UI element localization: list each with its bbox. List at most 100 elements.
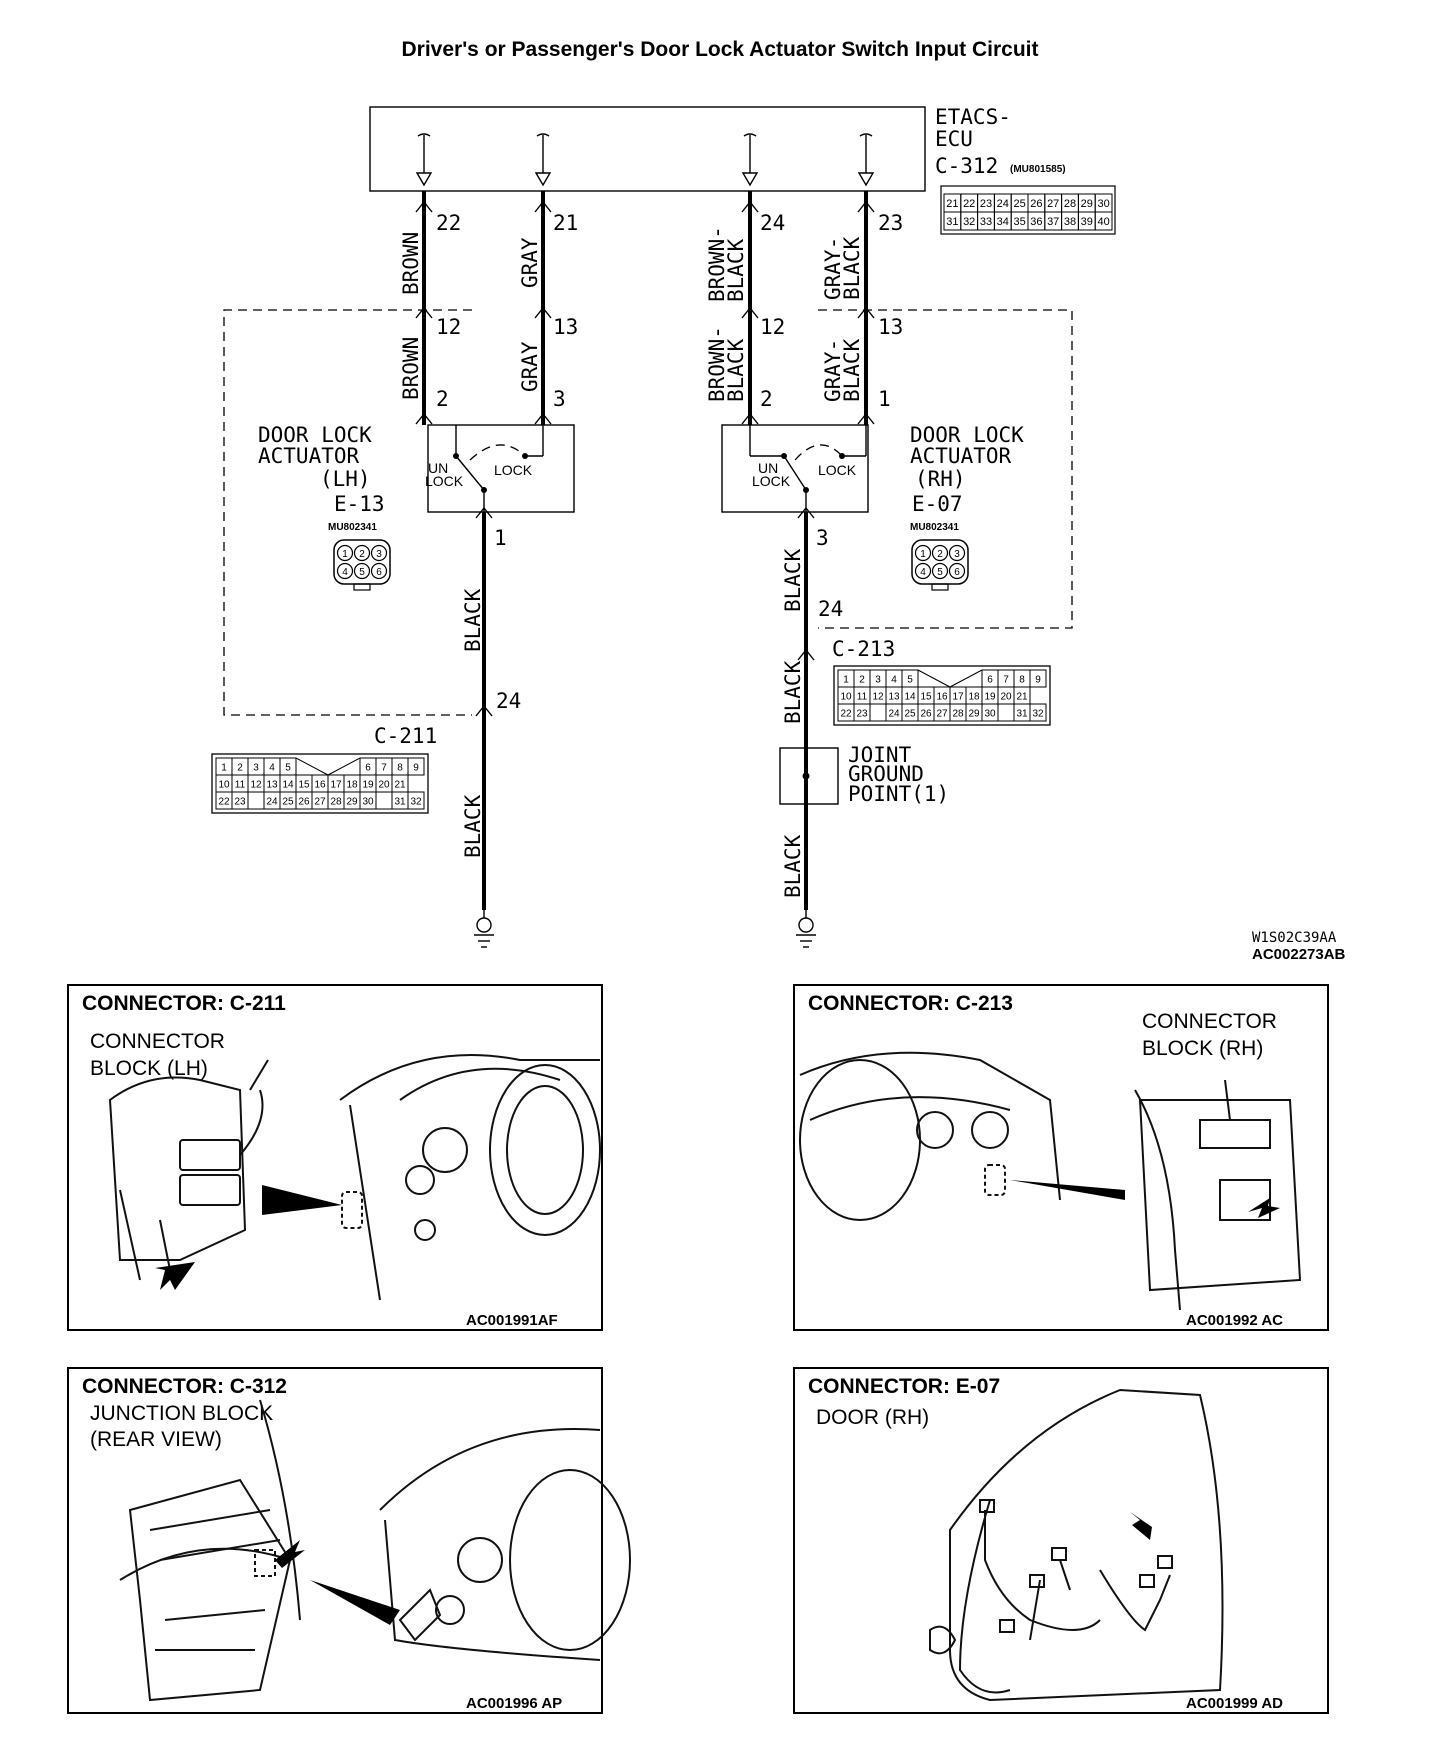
ecu-pin: 33 bbox=[980, 216, 992, 228]
connector-pin: 30 bbox=[362, 797, 374, 808]
wire2-color-mid: GRAY bbox=[518, 341, 542, 392]
connector-pin: 15 bbox=[298, 780, 310, 791]
wire1-color-top: BROWN bbox=[399, 232, 423, 295]
wire4-top-pin: 23 bbox=[878, 211, 903, 235]
connector-pin: 20 bbox=[378, 780, 390, 791]
panel-c213-code: AC001992 AC bbox=[1186, 1312, 1283, 1329]
actuator-pin: 2 bbox=[937, 549, 943, 560]
connector-pin: 27 bbox=[314, 797, 326, 808]
panel-c312-code: AC001996 AP bbox=[466, 1695, 562, 1712]
connector-pin: 32 bbox=[1032, 709, 1044, 720]
panel-c213-heading: CONNECTOR: C-213 bbox=[808, 992, 1013, 1015]
connector-pin: 31 bbox=[1016, 709, 1028, 720]
wire3-color-top-1: BROWN- bbox=[705, 226, 729, 302]
ecu-pin: 21 bbox=[946, 198, 958, 210]
actuator-rh-line1: DOOR LOCK bbox=[910, 423, 1024, 447]
connector-pin: 28 bbox=[952, 709, 964, 720]
panel-e07: CONNECTOR: E-07 DOOR (RH) AC001999 AD bbox=[793, 1367, 1329, 1714]
panel-c211: CONNECTOR: C-211 CONNECTOR BLOCK (LH) AC… bbox=[67, 984, 603, 1331]
ecu-pin: 28 bbox=[1064, 198, 1076, 210]
connector-pin: 12 bbox=[872, 692, 884, 703]
connector-pin: 20 bbox=[1000, 692, 1012, 703]
connector-pin: 32 bbox=[410, 797, 422, 808]
ecu-name-line1: ETACS- bbox=[935, 105, 1011, 129]
ecu-pin: 32 bbox=[963, 216, 975, 228]
ecu-pin: 25 bbox=[1013, 198, 1025, 210]
panel-c213: CONNECTOR: C-213 CONNECTOR BLOCK (RH) AC… bbox=[793, 984, 1329, 1331]
ecu-pin: 38 bbox=[1064, 216, 1076, 228]
actuator-lh-out-pin: 1 bbox=[494, 526, 507, 550]
actuator-pin: 2 bbox=[359, 549, 365, 560]
panel-c312-sub2: (REAR VIEW) bbox=[90, 1428, 222, 1451]
connector-pin: 7 bbox=[1003, 675, 1009, 686]
wire3-top-pin: 24 bbox=[760, 211, 785, 235]
ecu-connector-label: C-312 bbox=[935, 154, 998, 178]
actuator-lh-connector: E-13 bbox=[334, 492, 385, 516]
wire4-color-mid-1: GRAY- bbox=[821, 339, 845, 402]
connector-pin: 22 bbox=[218, 797, 230, 808]
connector-pin: 28 bbox=[330, 797, 342, 808]
connector-pin: 19 bbox=[984, 692, 996, 703]
wire1-color-mid: BROWN bbox=[399, 337, 423, 400]
lh-junction-pin: 24 bbox=[496, 689, 521, 713]
ecu-pin: 24 bbox=[997, 198, 1009, 210]
wire4-color-top-2: BLACK bbox=[840, 236, 864, 300]
ecu-pin: 26 bbox=[1030, 198, 1042, 210]
c211-label: C-211 bbox=[374, 724, 437, 748]
connector-pin: 9 bbox=[413, 763, 419, 774]
connector-pin: 2 bbox=[859, 675, 865, 686]
actuator-rh-unlock-1: UN bbox=[758, 460, 778, 476]
ground-symbol-rh bbox=[796, 910, 816, 948]
joint-ground-box bbox=[779, 747, 839, 805]
panel-e07-heading: CONNECTOR: E-07 bbox=[808, 1375, 1000, 1398]
actuator-rh-line2: ACTUATOR bbox=[910, 444, 1012, 468]
wire4-mid-pin: 13 bbox=[878, 315, 903, 339]
ecu-pin: 37 bbox=[1047, 216, 1059, 228]
ecu-terminals bbox=[415, 133, 875, 187]
connector-pin: 18 bbox=[968, 692, 980, 703]
connector-pin: 8 bbox=[1019, 675, 1025, 686]
rh-lower-wire-color: BLACK bbox=[781, 834, 805, 898]
ecu-name-line2: ECU bbox=[935, 127, 973, 151]
ecu-pin: 30 bbox=[1097, 198, 1109, 210]
rh-ground-wire-color: BLACK bbox=[781, 548, 805, 612]
rh-mid-wire-color: BLACK bbox=[781, 660, 805, 724]
panel-c213-sub1: CONNECTOR bbox=[1142, 1010, 1277, 1033]
actuator-lh-unlock-2: LOCK bbox=[425, 473, 464, 489]
wires bbox=[415, 191, 875, 910]
ecu-pin: 31 bbox=[946, 216, 958, 228]
connector-pin: 5 bbox=[285, 763, 291, 774]
ecu-pin: 40 bbox=[1097, 216, 1109, 228]
actuator-lh-line1: DOOR LOCK bbox=[258, 423, 372, 447]
connector-pin: 6 bbox=[365, 763, 371, 774]
connector-pin: 24 bbox=[888, 709, 900, 720]
connector-pin: 14 bbox=[282, 780, 294, 791]
connector-pin: 26 bbox=[920, 709, 932, 720]
actuator-rh-unlock-2: LOCK bbox=[752, 473, 791, 489]
actuator-pin: 5 bbox=[937, 567, 943, 578]
connector-pin: 12 bbox=[250, 780, 262, 791]
panel-c211-sub1: CONNECTOR bbox=[90, 1030, 225, 1053]
actuator-rh-lock: LOCK bbox=[818, 462, 857, 478]
connector-pin: 1 bbox=[843, 675, 849, 686]
connector-pin: 10 bbox=[218, 780, 230, 791]
rh-harness-boundary bbox=[818, 309, 1073, 629]
connector-pin: 15 bbox=[920, 692, 932, 703]
joint-line1: JOINT bbox=[848, 743, 912, 767]
wire4-color-top-1: GRAY- bbox=[821, 237, 845, 300]
panel-e07-illustration bbox=[929, 1388, 1224, 1702]
connector-pin: 8 bbox=[397, 763, 403, 774]
connector-pin: 19 bbox=[362, 780, 374, 791]
c213-label: C-213 bbox=[832, 637, 895, 661]
connector-pin: 9 bbox=[1035, 675, 1041, 686]
connector-pin: 3 bbox=[253, 763, 259, 774]
connector-pin: 22 bbox=[840, 709, 852, 720]
ecu-pin: 34 bbox=[997, 216, 1009, 228]
connector-pin: 26 bbox=[298, 797, 310, 808]
actuator-pin: 3 bbox=[376, 549, 382, 560]
